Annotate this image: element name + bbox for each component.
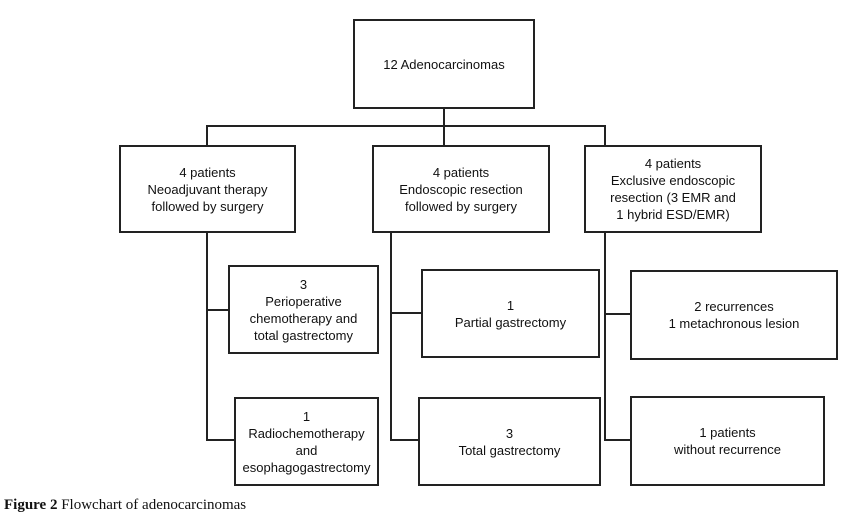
- root-node: 12 Adenocarcinomas: [353, 19, 535, 109]
- node-text-line: esophagogastrectomy: [242, 459, 371, 475]
- node-text-line: Perioperative: [265, 293, 342, 309]
- node-text-line: 1: [302, 408, 311, 424]
- node-text-line: 1 patients: [699, 425, 756, 440]
- figure-caption: Figure 2 Flowchart of adenocarcinomas: [4, 497, 246, 514]
- node-text-line: 3: [505, 425, 514, 441]
- node-text-line: Radiochemotherapy: [248, 425, 365, 441]
- node-text-line: 4 patients: [432, 164, 490, 180]
- node-text-line: 4 patients: [179, 164, 236, 180]
- node-text-line: and: [295, 442, 318, 458]
- group-3-child-2-node: 1 patients without recurrence: [630, 396, 825, 486]
- node-text-line: followed by surgery: [405, 198, 517, 214]
- node-text-line: total gastrectomy: [254, 327, 353, 343]
- group-3-child-1-node: 2 recurrences 1 metachronous lesion: [630, 270, 838, 360]
- node-text-line: 2 recurrences: [694, 299, 774, 314]
- node-text-line: 12 Adenocarcinomas: [383, 56, 505, 72]
- node-text-line: without recurrence: [674, 442, 781, 457]
- node-text-line: 4 patients: [644, 156, 702, 171]
- figure-caption-text: Flowchart of adenocarcinomas: [57, 497, 247, 513]
- node-text-line: Total gastrectomy: [458, 442, 561, 458]
- node-text-line: Partial gastrectomy: [454, 314, 567, 330]
- node-text-line: 1 metachronous lesion: [668, 316, 800, 331]
- node-text-line: 1: [506, 297, 515, 313]
- node-text-line: Exclusive endoscopic: [610, 173, 736, 188]
- figure-label: Figure 2: [4, 497, 58, 513]
- node-text-line: 3: [299, 276, 308, 292]
- node-text-line: 1 hybrid ESD/EMR): [616, 207, 730, 222]
- node-text-line: Endoscopic resection: [399, 181, 523, 197]
- node-text-line: followed by surgery: [151, 198, 264, 214]
- node-text-line: Neoadjuvant therapy: [147, 181, 268, 197]
- node-text-line: resection (3 EMR and: [610, 190, 736, 205]
- node-text-line: chemotherapy and: [249, 310, 358, 326]
